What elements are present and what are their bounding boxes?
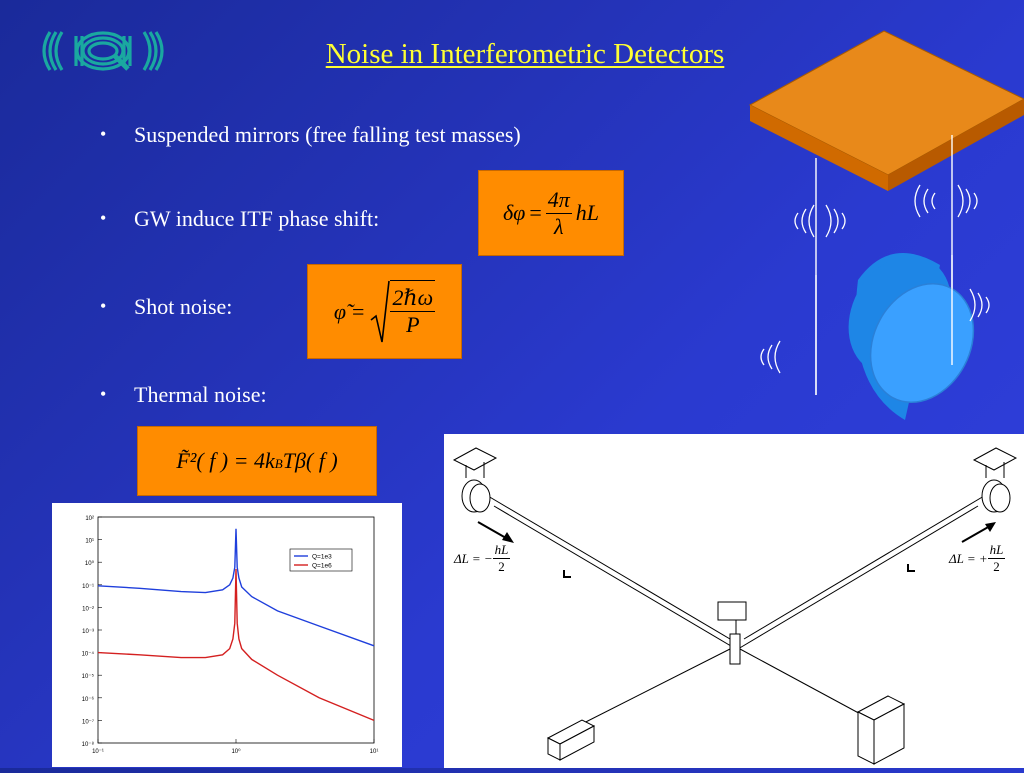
y-tick-label: 10⁻⁴ [82,651,95,658]
formula-numerator: 2ℏω [392,284,434,310]
bullet-phase-shift: • GW induce ITF phase shift: [100,206,379,232]
slide-title: Noise in Interferometric Detectors [325,38,725,70]
delta-lhs: ΔL = − [454,550,493,566]
formula-fraction: 2ℏω P [390,279,436,344]
bullet-thermal-noise: • Thermal noise: [100,382,267,408]
delta-lhs: ΔL = + [949,550,988,566]
sqrt-group: 2ℏω P [370,279,436,344]
bullet-marker: • [100,208,107,228]
suspended-mirror-illustration [748,30,1024,420]
bullet-text: Shot noise: [134,294,233,319]
y-tick-label: 10⁻⁸ [82,741,95,748]
bullet-marker: • [100,384,107,404]
legend-label: Q=1e6 [312,563,332,570]
bullet-suspended-mirrors: • Suspended mirrors (free falling test m… [100,122,521,148]
y-tick-label: 10⁻⁶ [82,696,95,703]
formula-denominator: P [390,310,436,338]
thermal-noise-formula: F̃²( f ) = 4k B Tβ( f ) [137,426,377,496]
right-arm-delta: ΔL = + hL 2 [949,542,1006,575]
x-tick-label: 10¹ [370,749,379,755]
formula-numerator: 4π [547,186,570,212]
bullet-marker: • [100,124,107,144]
delta-fraction: hL 2 [987,542,1006,575]
bullet-text: Thermal noise: [134,382,267,407]
bullet-marker: • [100,296,107,316]
shot-noise-formula: φ̃ = 2ℏω P [307,264,462,359]
y-tick-label: 10² [85,516,94,522]
formula-lhs: δφ [502,200,526,225]
series-line-0 [97,528,375,647]
series-line-1 [97,568,375,722]
y-tick-label: 10⁻⁷ [82,718,94,725]
sqrt-symbol [370,280,391,342]
formula-fraction: 4π λ [545,186,572,240]
test-mass-mirror [815,253,975,420]
formula-main: F̃²( f ) = 4k [176,448,275,473]
y-tick-label: 10⁻³ [82,629,94,635]
beam-splitter [717,601,747,665]
laser-source [546,719,596,761]
delta-denominator: 2 [492,558,511,575]
phase-shift-formula: δφ = 4π λ hL [478,170,624,256]
delta-denominator: 2 [987,558,1006,575]
y-tick-label: 10¹ [85,539,94,545]
formula-lhs: φ̃ [333,298,347,324]
arm-markers [563,564,915,578]
bullet-text: GW induce ITF phase shift: [134,206,380,231]
right-end-mirror [972,447,1018,513]
formula-equals: = [352,298,365,324]
left-arm-delta: ΔL = − hL 2 [454,542,511,575]
x-tick-label: 10⁻¹ [92,749,104,755]
bullet-text: Suspended mirrors (free falling test mas… [134,122,521,147]
formula-subscript: B [274,456,283,471]
ego-logo [42,31,164,71]
left-end-mirror [452,447,498,513]
bullet-shot-noise: • Shot noise: [100,294,232,320]
vibration-marks [760,184,990,374]
plot-frame [97,516,375,744]
delta-fraction: hL 2 [492,542,511,575]
delta-numerator: hL [989,542,1004,557]
suspension-plate [748,30,1024,191]
thermal-noise-plot: 10² 10¹ 10⁰ 10⁻¹ 10⁻² 10⁻³ 10⁻⁴ 10⁻⁵ 10⁻⁶ 10⁻⁷ 10⁻… [52,503,402,767]
y-tick-label: 10⁰ [85,560,95,567]
formula-tail: Tβ( f ) [282,448,338,473]
formula-denominator: λ [545,212,572,240]
legend-label: Q=1e3 [312,554,332,561]
formula-equals: = [529,200,542,225]
y-tick-label: 10⁻¹ [82,584,94,590]
interferometer-drawing [452,447,1018,765]
plot-svg: 10² 10¹ 10⁰ 10⁻¹ 10⁻² 10⁻³ 10⁻⁴ 10⁻⁵ 10⁻⁶ 10⁻⁷ 10⁻… [82,516,379,755]
y-tick-label: 10⁻² [82,606,94,612]
displacement-arrows [477,521,996,543]
delta-numerator: hL [494,542,509,557]
formula-rhs: hL [575,200,600,225]
photodetector [856,695,906,765]
interferometer-diagram: ΔL = − hL 2 ΔL = + hL 2 [444,434,1024,768]
beam-lines [487,495,985,735]
x-tick-label: 10⁰ [231,748,241,755]
y-tick-label: 10⁻⁵ [82,673,95,680]
